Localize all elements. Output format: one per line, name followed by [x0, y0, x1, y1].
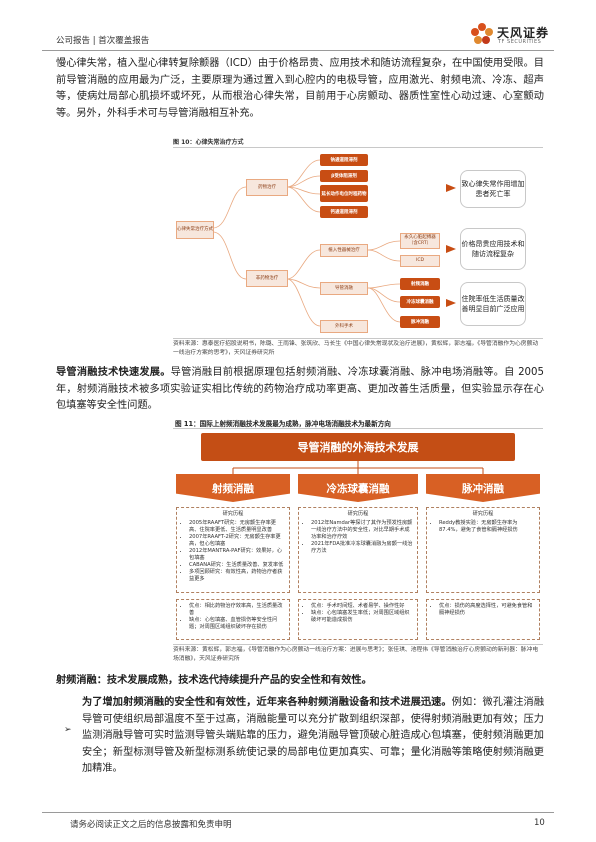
page-number: 10: [534, 818, 545, 828]
fig10-catheter: 导管消融: [320, 282, 368, 295]
fig11-history-panel: 研究历程 Reddy教授实验：无房颤生存率为87.4%，避免了食管和膈神经损伤: [426, 507, 540, 593]
header-left: 公司报告 | 首次覆盖报告: [56, 36, 150, 46]
bullet-paragraph: 为了增加射频消融的安全性和有效性，近年来各种射频消融设备和技术进展迅速。例如：微…: [82, 695, 544, 778]
brand-logo: 天风证券 TF SECURITIES: [470, 20, 550, 50]
fig10-drug-therapy: 药物治疗: [246, 179, 288, 196]
figure11-banner: 导管消融的外海技术发展: [201, 433, 515, 461]
fig10-device-group: 植入性器械治疗: [320, 244, 368, 257]
figure10-bottom-rule: [173, 338, 543, 339]
intro-paragraph: 慢心律失常，植入型心律转复除颤器（ICD）由于价格昂贵、应用技术和随访流程复杂，…: [56, 58, 544, 119]
bullet-lead: 为了增加射频消融的安全性和有效性，近年来各种射频消融设备和技术进展迅速。: [82, 697, 452, 708]
flower-logo-icon: [471, 23, 493, 44]
figure10-title: 图 10：心律失常治疗方式: [173, 139, 244, 146]
fig11-proscons-panel: 优点：损伤的高度选择性，可避免食管和膈神经损伤: [426, 599, 540, 640]
brand-sub: TF SECURITIES: [498, 39, 542, 45]
fig10-note-device: 价格昂贵应用技术和随访流程复杂: [460, 228, 526, 270]
fig10-drug-item: 延长动作电位时程药物: [320, 185, 368, 202]
fig10-drug-item: β受体阻滞剂: [320, 170, 368, 182]
figure11-title: 图 11：国际上射频消融技术发展最为成熟，脉冲电场消融技术为最新方向: [175, 420, 391, 428]
fig10-device-item: 永久心脏起搏器（含CRT）: [400, 233, 440, 249]
paragraph-2-lead: 导管消融技术快速发展。: [56, 367, 171, 378]
fig10-note-drug: 致心律失常作用增加患者死亡率: [460, 170, 526, 208]
fig10-catheter-item: 射频消融: [400, 278, 440, 290]
fig10-surgery: 外科手术: [320, 320, 368, 333]
fig11-proscons-panel: 优点：手术时间短、术者易学、操作性好 缺点：心包填塞发生率低；对周围区域组织破坏…: [298, 599, 418, 640]
fig11-proscons-panel: 优点：相比药物治疗效率高，生活质量改善 缺点：心包填塞、血管损伤等安全性问题；对…: [176, 599, 290, 640]
bullet-text: 例如：微孔灌注消融导管可使组织局部温度不至于过高，消融能量可以充分扩散到组织深部…: [82, 697, 545, 774]
fig10-device-item: ICD: [400, 255, 440, 267]
footer-disclaimer: 请务必阅读正文之后的信息披露和免责申明: [70, 820, 232, 830]
figure11-source: 资料来源：黄松辉，郭志福，《导管消融作为心房颤动一线治疗方案：进展与思考》；张佳…: [173, 647, 539, 662]
fig10-root: 心律失常治疗方式: [176, 221, 214, 239]
fig10-drug-item: 钙通道阻滞剂: [320, 206, 368, 218]
paragraph-3: 射频消融：技术发展成熟，技术迭代持续提升产品的安全性和有效性。: [56, 675, 372, 686]
figure10-top-rule: [173, 147, 543, 148]
paragraph-2-text: 导管消融目前根据原理包括射频消融、冷冻球囊消融、脉冲电场消融等。自 2005 年…: [56, 367, 544, 411]
brand-name: 天风证券: [497, 26, 550, 40]
paragraph-2: 导管消融技术快速发展。导管消融目前根据原理包括射频消融、冷冻球囊消融、脉冲电场消…: [56, 365, 544, 415]
fig10-drug-item: 钠通道阻滞剂: [320, 154, 368, 166]
figure11-top-rule: [173, 428, 543, 429]
bullet-icon: ➢: [64, 725, 72, 735]
footer-rule: [42, 812, 554, 813]
fig10-catheter-item: 脉冲消融: [400, 316, 440, 328]
fig10-catheter-item: 冷冻球囊消融: [400, 296, 440, 308]
fig10-non-drug: 非药物治疗: [246, 270, 288, 287]
fig11-history-panel: 研究历程 2012年Namdar等探讨了其作为预发性房颤一线治疗方法中的安全性，…: [298, 507, 418, 593]
fig10-note-catheter: 住院率低生活质量改善明显目前广泛应用: [460, 282, 526, 326]
figure10-source: 资料来源：惠泰医疗招股说明书，陈璐、王雨锋、张筑欣、马长生《中国心律失常现状及治…: [173, 341, 539, 356]
fig11-history-panel: 研究历程 2005年RAAFT研究：无房颤生存率更高、住院率更低、生活质量明显改…: [176, 507, 290, 593]
header-rule: [42, 50, 554, 51]
figure11-bottom-rule: [173, 644, 543, 645]
